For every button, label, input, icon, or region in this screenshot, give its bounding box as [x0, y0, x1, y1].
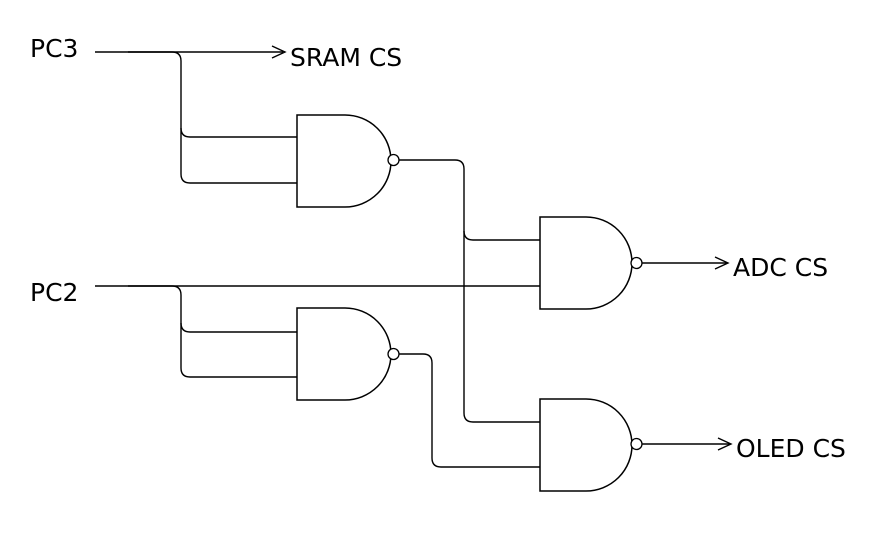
label-oled-cs: OLED CS	[736, 434, 846, 463]
nand-gate-4-bubble	[630, 437, 643, 451]
nand-gate-4	[539, 398, 633, 492]
wire-pc3-nand1-a	[128, 51, 297, 138]
nand-gate-3-bubble	[630, 256, 643, 270]
wire-nand1-nand3	[463, 230, 540, 241]
nand-gate-3	[539, 216, 633, 310]
label-pc2: PC2	[30, 278, 79, 307]
nand-gate-2-bubble	[387, 347, 400, 361]
nand-gate-2	[296, 307, 392, 401]
wire-pc2-nand2-b	[180, 323, 297, 378]
arrow-sram	[271, 45, 287, 59]
arrow-adc	[714, 256, 730, 270]
nand-gate-1-bubble	[387, 153, 400, 167]
wire-nand2-nand4	[399, 353, 540, 468]
label-pc3: PC3	[30, 34, 79, 63]
wire-pc2-nand2-a	[128, 285, 297, 333]
nand-gate-1	[296, 114, 392, 208]
wire-nand1-out	[399, 159, 540, 423]
label-adc-cs: ADC CS	[733, 253, 829, 282]
label-sram-cs: SRAM CS	[290, 43, 403, 72]
wire-pc3-nand1-b	[180, 128, 297, 184]
arrow-oled	[717, 437, 733, 451]
